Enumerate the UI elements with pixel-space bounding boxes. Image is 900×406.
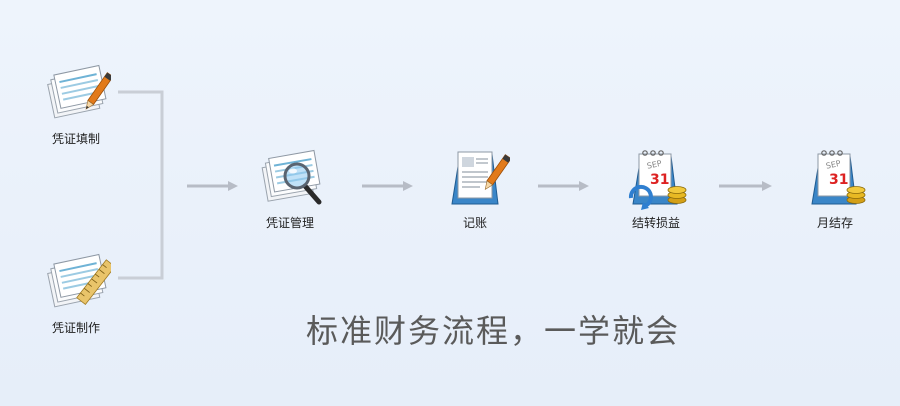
step-carry-profit-loss[interactable]: SEP 31 结转损益 (611, 148, 701, 231)
documents-magnifier-icon (261, 149, 322, 205)
step-label: 结转损益 (631, 216, 680, 230)
step-label: 凭证管理 (265, 216, 314, 230)
calendar-coins-refresh-icon: SEP 31 (628, 150, 687, 210)
step-label: 凭证制作 (51, 321, 100, 335)
step-label: 凭证填制 (51, 132, 100, 146)
step-voucher-make[interactable]: 凭证制作 (31, 253, 121, 336)
slogan-text: 标准财务流程，一学就会 (306, 312, 681, 350)
flow-arrow-1 (187, 181, 238, 191)
svg-text:31: 31 (650, 172, 669, 188)
svg-text:31: 31 (829, 172, 848, 188)
flow-arrow-3 (538, 181, 589, 191)
step-posting[interactable]: 记账 (430, 148, 520, 231)
step-voucher-fill[interactable]: 凭证填制 (31, 64, 121, 147)
flow-arrow-2 (362, 181, 413, 191)
calendar-coins-icon: SEP 31 (811, 150, 866, 205)
svg-text:SEP: SEP (825, 159, 842, 171)
documents-ruler-icon (47, 253, 111, 308)
notepad-pen-icon (451, 151, 510, 205)
flow-arrow-4 (719, 181, 772, 191)
documents-pen-icon (47, 64, 111, 119)
step-label: 月结存 (816, 216, 853, 230)
step-label: 记账 (462, 216, 487, 230)
step-voucher-manage[interactable]: 凭证管理 (245, 148, 335, 231)
svg-text:SEP: SEP (646, 159, 663, 171)
step-month-close[interactable]: SEP 31 月结存 (790, 148, 880, 231)
